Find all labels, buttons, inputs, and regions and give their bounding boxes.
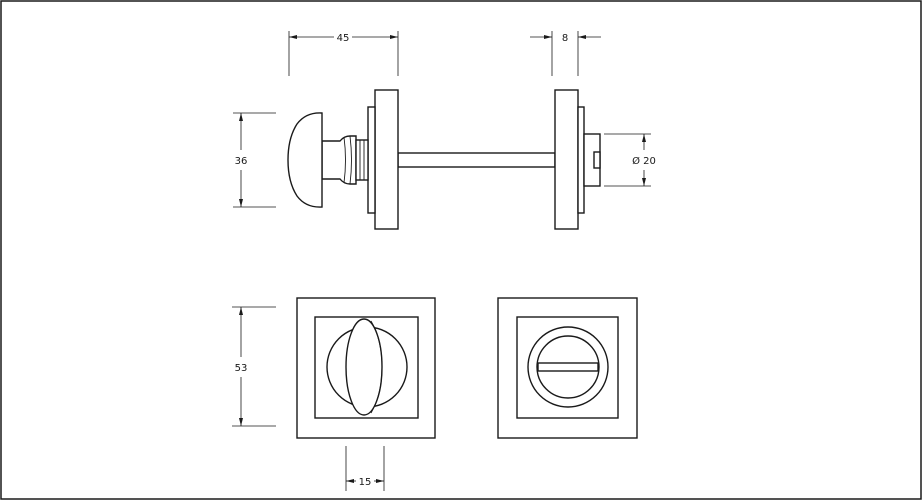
side-view bbox=[287, 89, 601, 230]
turn-neck bbox=[321, 135, 357, 185]
dim-text-53: 53 bbox=[235, 363, 248, 374]
release-slot bbox=[593, 151, 601, 169]
dimension-53: 53 bbox=[232, 306, 276, 427]
right-rose-boss bbox=[577, 106, 585, 214]
turn-knob bbox=[287, 112, 323, 208]
dimension-36: 36 bbox=[233, 112, 276, 208]
left-rose-plate bbox=[374, 89, 399, 230]
front-view-release bbox=[497, 297, 638, 439]
dim-text-8: 8 bbox=[562, 33, 568, 44]
dim-text-45: 45 bbox=[337, 33, 350, 44]
left-rose-boss bbox=[367, 106, 376, 214]
dimension-8: 8 bbox=[530, 31, 601, 76]
dimension-15: 15 bbox=[345, 446, 385, 491]
dim-text-36: 36 bbox=[235, 156, 248, 167]
turn-collar bbox=[355, 139, 369, 181]
dim-text-15: 15 bbox=[359, 477, 372, 488]
dim-text-diameter-20: Ø 20 bbox=[632, 155, 656, 167]
right-rose-plate bbox=[554, 89, 579, 230]
dimension-diameter-20: Ø 20 bbox=[604, 133, 656, 187]
dimension-45: 45 bbox=[288, 31, 399, 76]
spindle bbox=[397, 152, 556, 168]
front-view-turn bbox=[296, 297, 436, 439]
release-front-slot bbox=[537, 362, 599, 372]
